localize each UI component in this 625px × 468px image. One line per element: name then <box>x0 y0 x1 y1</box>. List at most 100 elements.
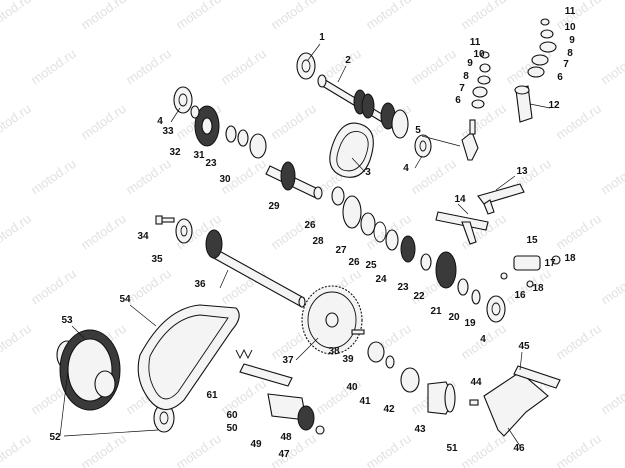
part-label-4: 4 <box>157 116 163 127</box>
part-label-47: 47 <box>278 449 290 460</box>
part-label-24: 24 <box>375 274 387 285</box>
watermark-text: motod.ru <box>268 101 319 143</box>
part-label-53: 53 <box>61 315 73 326</box>
part-37-sprocket <box>301 285 363 355</box>
part-label-18: 18 <box>564 253 576 264</box>
watermark-text: motod.ru <box>598 46 625 88</box>
part-12-shift-shaft <box>514 85 533 123</box>
part-36-output-shaft <box>205 229 306 308</box>
part-label-18: 18 <box>532 283 544 294</box>
part-label-38: 38 <box>328 346 340 357</box>
part-label-27: 27 <box>335 245 347 256</box>
watermark-text: motod.ru <box>598 376 625 418</box>
part-29-shaft <box>265 161 323 200</box>
part-5-pin <box>461 119 479 161</box>
part-label-30: 30 <box>219 174 231 185</box>
part-label-5: 5 <box>415 125 421 136</box>
part-label-40: 40 <box>346 382 358 393</box>
part-label-35: 35 <box>151 254 163 265</box>
part-label-6: 6 <box>557 72 563 83</box>
part-label-51: 51 <box>446 443 458 454</box>
part-label-42: 42 <box>383 404 395 415</box>
watermark-text: motod.ru <box>123 156 174 198</box>
part-label-17: 17 <box>544 258 556 269</box>
part-35-bearing <box>175 218 193 244</box>
part-label-41: 41 <box>359 396 371 407</box>
part-label-49: 49 <box>250 439 262 450</box>
part-label-26: 26 <box>304 220 316 231</box>
watermark-text: motod.ru <box>408 46 459 88</box>
part-label-54: 54 <box>119 294 131 305</box>
watermark-text: motod.ru <box>173 431 224 468</box>
part-4-bearing-right <box>414 134 432 158</box>
part-14-shift-fork <box>435 211 489 245</box>
part-label-36: 36 <box>194 279 206 290</box>
part-label-22: 22 <box>413 291 425 302</box>
watermark-text: motod.ru <box>268 211 319 253</box>
part-4-bearing-lower <box>486 295 506 323</box>
watermark-text: motod.ru <box>78 431 129 468</box>
part-1-bearing <box>296 52 316 80</box>
watermark-text: motod.ru <box>553 211 604 253</box>
part-label-13: 13 <box>516 166 528 177</box>
watermark-text: motod.ru <box>553 321 604 363</box>
watermark-text: motod.ru <box>123 46 174 88</box>
watermark-text: motod.ru <box>0 431 34 468</box>
watermark-text: motod.ru <box>123 266 174 308</box>
part-label-19: 19 <box>464 318 476 329</box>
part-label-8: 8 <box>463 71 469 82</box>
watermark-text: motod.ru <box>173 0 224 32</box>
watermark-text: motod.ru <box>553 101 604 143</box>
parts-6-11-washers-left <box>471 51 491 109</box>
part-label-14: 14 <box>454 194 466 205</box>
watermark-text: motod.ru <box>268 0 319 32</box>
watermark-text: motod.ru <box>28 46 79 88</box>
part-34-bolt <box>155 215 175 225</box>
parts-30-33-gears <box>190 105 267 159</box>
part-label-21: 21 <box>430 306 442 317</box>
part-label-37: 37 <box>282 355 294 366</box>
part-label-12: 12 <box>548 100 560 111</box>
watermark-text: motod.ru <box>408 156 459 198</box>
part-4-bearing-left <box>173 86 193 114</box>
part-53-gear <box>59 329 121 411</box>
part-2-shaft <box>317 74 409 139</box>
parts-19-28-gear-stack <box>331 186 481 305</box>
part-13-shift-fork <box>477 183 525 215</box>
part-label-4: 4 <box>480 334 486 345</box>
watermark-text: motod.ru <box>553 0 604 32</box>
part-label-61: 61 <box>206 390 218 401</box>
watermark-text: motod.ru <box>268 431 319 468</box>
part-label-7: 7 <box>563 59 569 70</box>
part-43-coupling <box>427 381 456 415</box>
watermark-text: motod.ru <box>363 431 414 468</box>
parts-6-11-washers-right <box>527 18 557 78</box>
watermark-text: motod.ru <box>0 211 34 253</box>
part-label-34: 34 <box>137 231 149 242</box>
watermark-text: motod.ru <box>78 101 129 143</box>
part-54-belt <box>137 304 240 411</box>
watermark-text: motod.ru <box>0 101 34 143</box>
part-label-28: 28 <box>312 236 324 247</box>
part-label-52: 52 <box>49 432 61 443</box>
parts-44-46-brake-lever <box>469 365 561 437</box>
part-label-46: 46 <box>513 443 525 454</box>
parts-47-61-linkage <box>235 348 325 435</box>
part-label-4: 4 <box>403 163 409 174</box>
part-label-44: 44 <box>470 377 482 388</box>
part-label-60: 60 <box>226 410 238 421</box>
part-label-11: 11 <box>565 6 576 17</box>
parts-38-42-hardware <box>351 329 420 393</box>
part-label-33: 33 <box>162 126 174 137</box>
part-label-11: 11 <box>470 37 481 48</box>
part-label-20: 20 <box>448 312 460 323</box>
part-label-9: 9 <box>569 35 575 46</box>
part-label-10: 10 <box>473 49 485 60</box>
watermark-text: motod.ru <box>0 321 34 363</box>
watermark-text: motod.ru <box>0 0 34 32</box>
part-label-43: 43 <box>414 424 426 435</box>
part-label-7: 7 <box>459 83 465 94</box>
part-label-3: 3 <box>365 167 371 178</box>
